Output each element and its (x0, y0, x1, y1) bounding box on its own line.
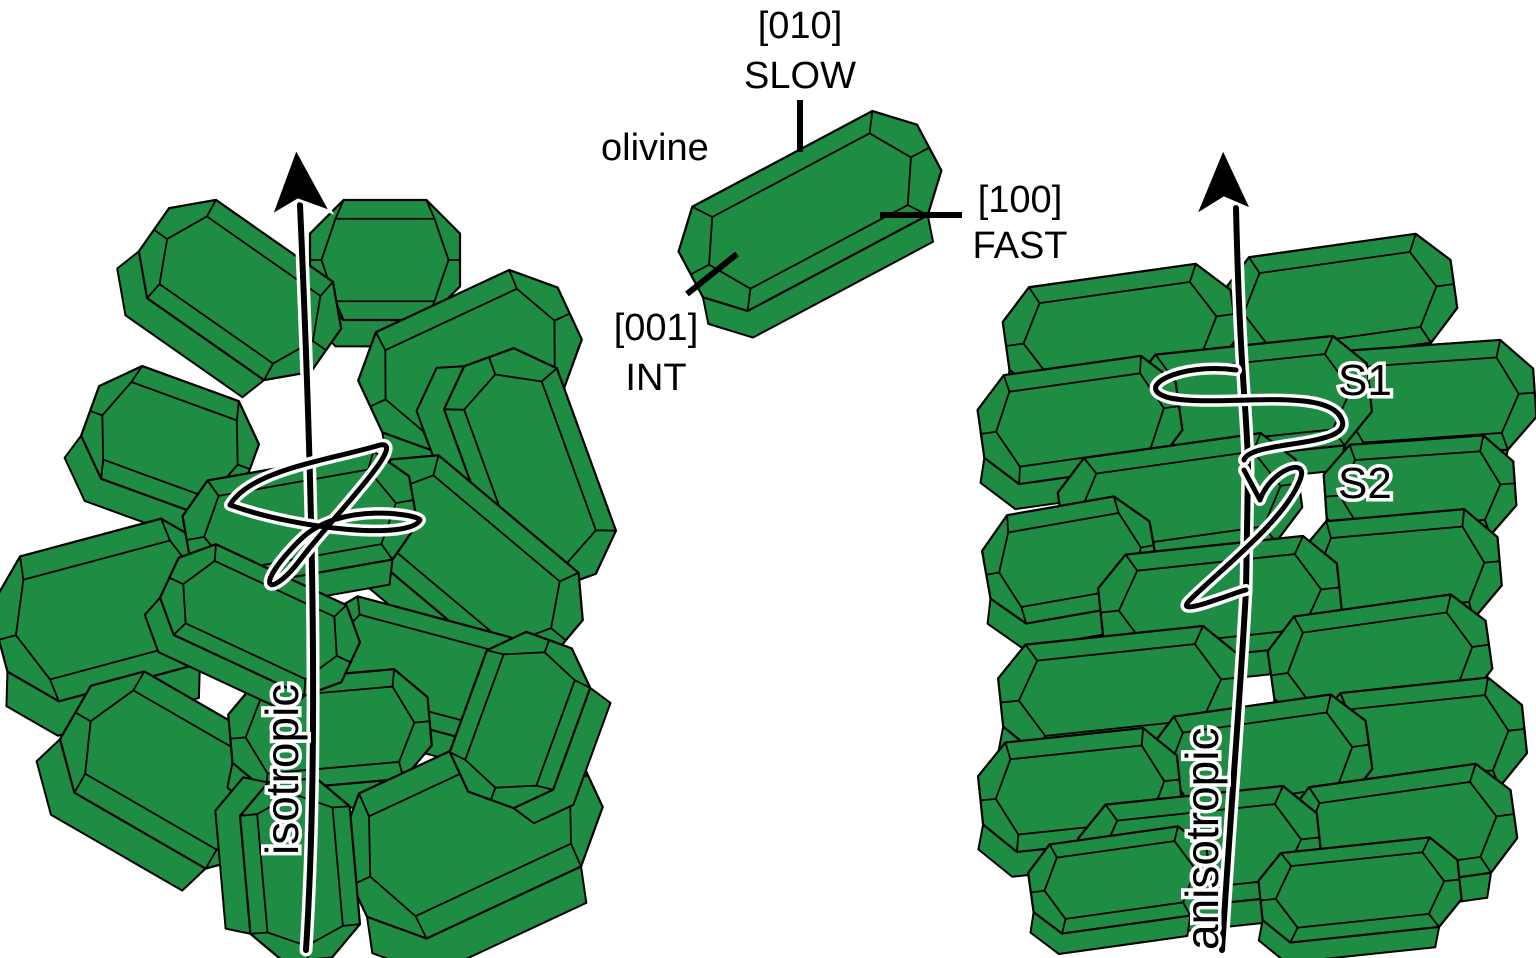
anisotropic-label: anisotropic (1176, 728, 1228, 950)
int-axis-index: [001] (614, 307, 699, 349)
fast-axis-name: FAST (972, 225, 1067, 267)
fast-axis-index: [100] (978, 179, 1063, 221)
slow-axis-name: SLOW (744, 55, 856, 97)
mineral-label: olivine (601, 127, 709, 169)
s1-wave-label: S1 (1338, 356, 1392, 405)
anisotropic-arrowhead (1195, 148, 1252, 216)
olivine-grain (1250, 835, 1466, 958)
isotropic-label: isotropic (256, 684, 308, 855)
s2-wave-label: S2 (1338, 459, 1392, 508)
int-axis-name: INT (625, 357, 686, 399)
slow-axis-index: [010] (758, 5, 843, 47)
